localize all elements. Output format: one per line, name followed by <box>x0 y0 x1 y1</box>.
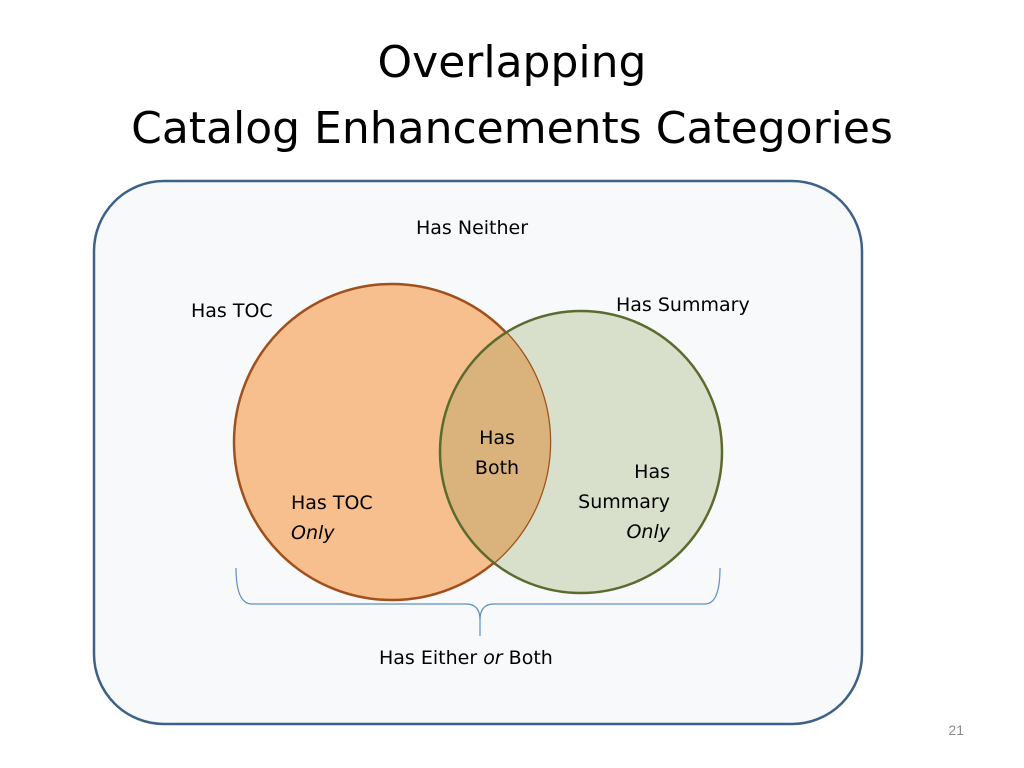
has-summary-label: Has Summary <box>616 294 750 316</box>
union-label-before: Has Either <box>379 647 484 669</box>
has-summary-only-label: Has Summary Only <box>560 457 670 547</box>
has-summary-only-line-2: Summary <box>578 491 670 513</box>
slide-title: Overlapping Catalog Enhancements Categor… <box>0 30 1024 162</box>
has-toc-only-emphasis: Only <box>291 522 335 544</box>
union-label-after: Both <box>502 647 553 669</box>
page-number: 21 <box>948 722 964 738</box>
title-line-2: Catalog Enhancements Categories <box>131 103 893 154</box>
has-summary-outline <box>438 309 724 595</box>
has-toc-label: Has TOC <box>191 300 273 322</box>
has-either-or-both-label: Has Either or Both <box>379 643 553 673</box>
has-toc-only-label: Has TOC Only <box>291 488 373 548</box>
title-line-1: Overlapping <box>377 37 647 88</box>
intersection-region <box>440 311 550 593</box>
has-summary-only-line-1: Has <box>634 461 670 483</box>
has-both-line-2: Both <box>474 457 520 479</box>
has-neither-label: Has Neither <box>416 217 529 239</box>
union-label-emphasis: or <box>483 647 503 669</box>
has-toc-only-text: Has TOC <box>291 492 373 514</box>
union-brace <box>235 567 721 636</box>
has-both-line-1: Has <box>479 427 515 449</box>
has-summary-only-emphasis: Only <box>626 521 670 543</box>
has-both-label: Has Both <box>453 423 541 483</box>
